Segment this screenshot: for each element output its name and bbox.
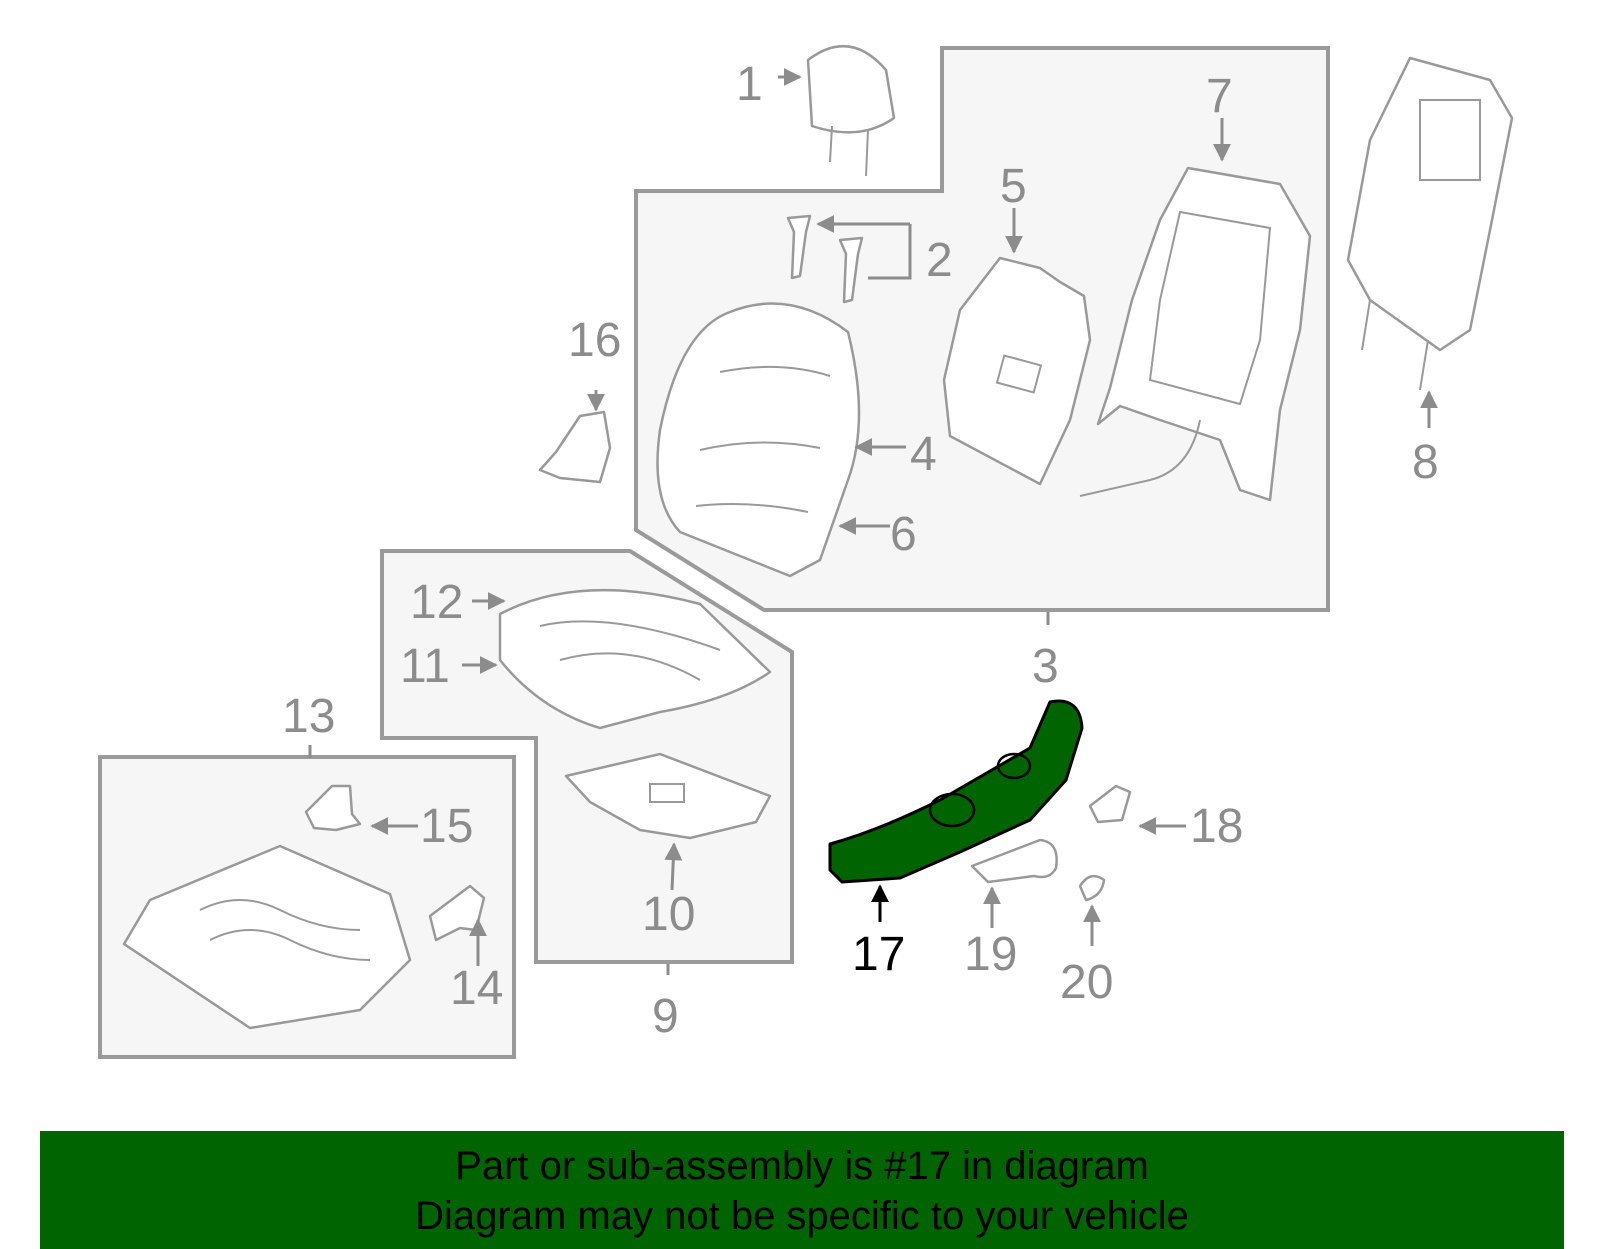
callout-6: 6 [890,508,917,561]
seat-cushion-part [498,588,772,730]
clip-20-part [1078,874,1106,902]
bracket-part [538,410,612,484]
callout-17: 17 [852,928,905,981]
callout-13: 13 [282,690,335,743]
seat-back-panel-part [1346,56,1514,391]
headrest-part [806,44,896,177]
seat-back-frame-part [1079,166,1312,502]
callout-10: 10 [642,888,695,941]
callout-12: 12 [410,576,463,629]
callout-14: 14 [450,962,503,1015]
callout-2: 2 [926,234,953,287]
callout-19: 19 [964,928,1017,981]
knob-18-part [1088,784,1132,824]
leader-lines [308,68,1438,975]
callout-3: 3 [1032,640,1059,693]
side-shield-part [828,699,1084,884]
banner-line-2: Diagram may not be specific to your vehi… [415,1194,1189,1238]
callout-8: 8 [1412,436,1439,489]
side-shield-highlight [828,699,1084,884]
callout-7: 7 [1206,70,1233,123]
callout-1: 1 [736,58,763,111]
lever-19-part [970,838,1058,884]
callout-15: 15 [420,800,473,853]
cushion-pad-part [564,752,772,840]
callout-20: 20 [1060,956,1113,1009]
seat-back-cover-part [656,302,861,578]
info-banner: Part or sub-assembly is #17 in diagram D… [40,1131,1564,1249]
callout-5: 5 [1000,160,1027,213]
banner-line-1: Part or sub-assembly is #17 in diagram [455,1144,1149,1188]
bracket-15-part [304,784,362,832]
headrest-guide-parts [786,214,864,304]
seat-track-part [122,844,412,1030]
callout-9: 9 [652,990,679,1043]
callout-18: 18 [1190,800,1243,853]
callout-11: 11 [400,640,450,693]
seat-back-pad-part [942,256,1092,486]
callout-4: 4 [910,428,937,481]
callout-16: 16 [568,314,621,367]
